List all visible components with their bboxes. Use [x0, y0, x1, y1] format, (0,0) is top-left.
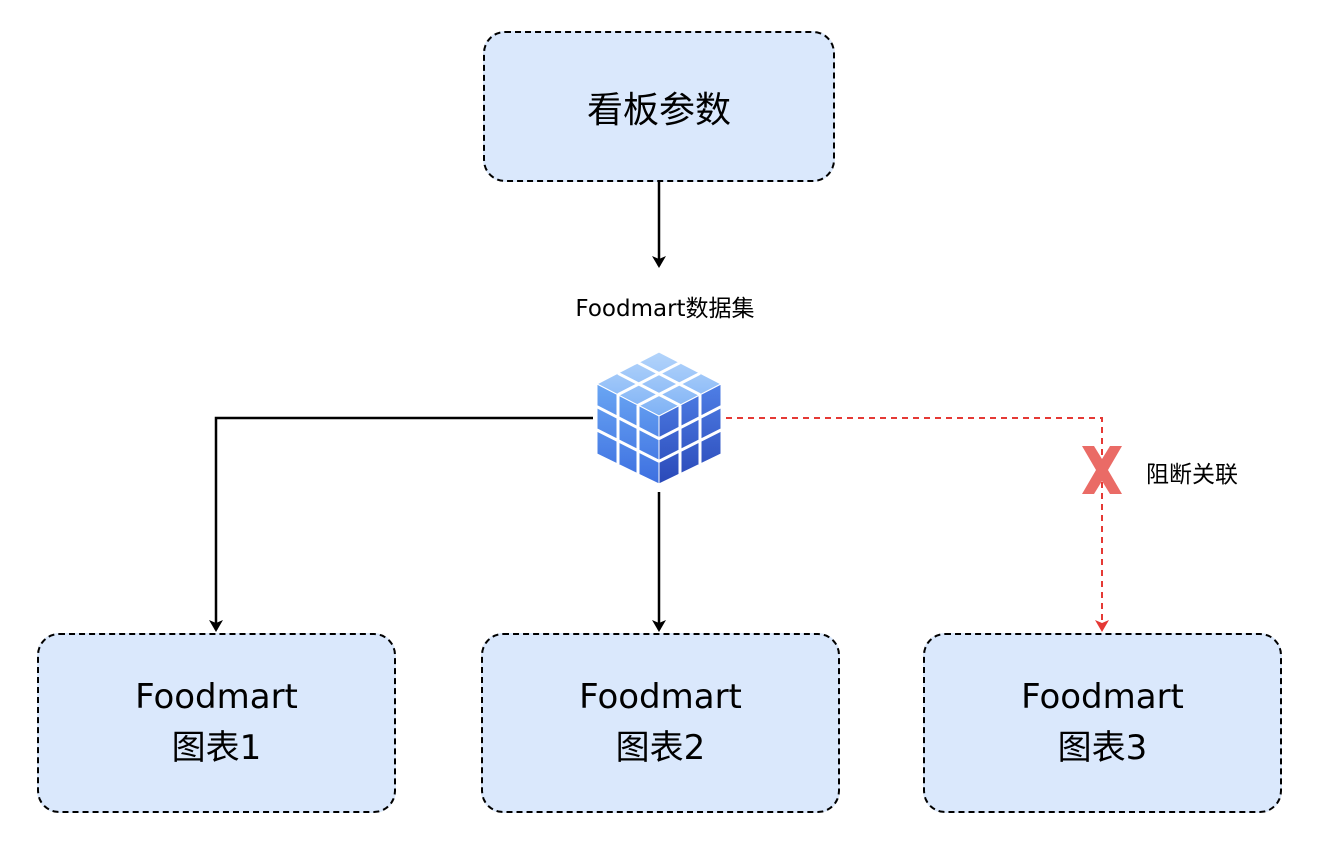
- x-mark-icon: [1082, 446, 1122, 494]
- dataset-label: Foodmart数据集: [575, 296, 755, 322]
- arrow-dataset-to-chart3-blocked: [726, 417, 1109, 632]
- cube-icon: [595, 351, 723, 485]
- chart-node-1-title: Foodmart: [135, 677, 298, 717]
- chart-node-1-subtitle: 图表1: [171, 728, 262, 768]
- dashboard-params-node: 看板参数: [483, 31, 835, 182]
- chart-node-1: Foodmart 图表1: [37, 633, 396, 813]
- chart-node-2: Foodmart 图表2: [481, 633, 840, 813]
- chart-node-3-subtitle: 图表3: [1057, 728, 1148, 768]
- blocked-link-label: 阻断关联: [1146, 462, 1238, 488]
- chart-node-3: Foodmart 图表3: [923, 633, 1282, 813]
- chart-node-2-subtitle: 图表2: [615, 728, 706, 768]
- chart-node-3-title: Foodmart: [1021, 677, 1184, 717]
- dashboard-params-label: 看板参数: [586, 89, 731, 131]
- arrow-dataset-to-chart1: [209, 416, 593, 632]
- chart-node-2-title: Foodmart: [579, 677, 742, 717]
